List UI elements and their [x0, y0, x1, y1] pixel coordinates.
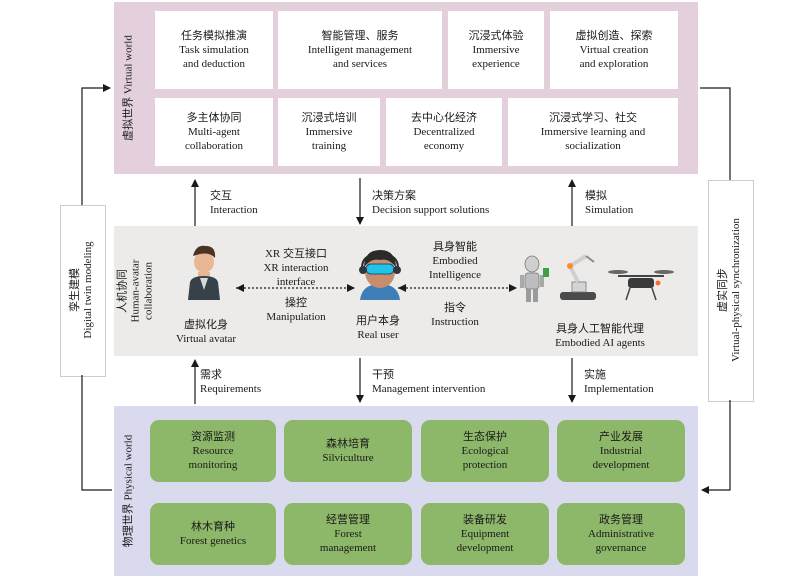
robotic-arm-icon: [560, 254, 596, 300]
humanoid-robot-icon: [520, 255, 549, 302]
digital-twin-box: [60, 205, 106, 377]
real-user-icon: [359, 250, 401, 300]
drone-icon: [608, 270, 674, 301]
sync-box: [708, 180, 754, 402]
virtual-avatar-icon: [188, 245, 220, 300]
